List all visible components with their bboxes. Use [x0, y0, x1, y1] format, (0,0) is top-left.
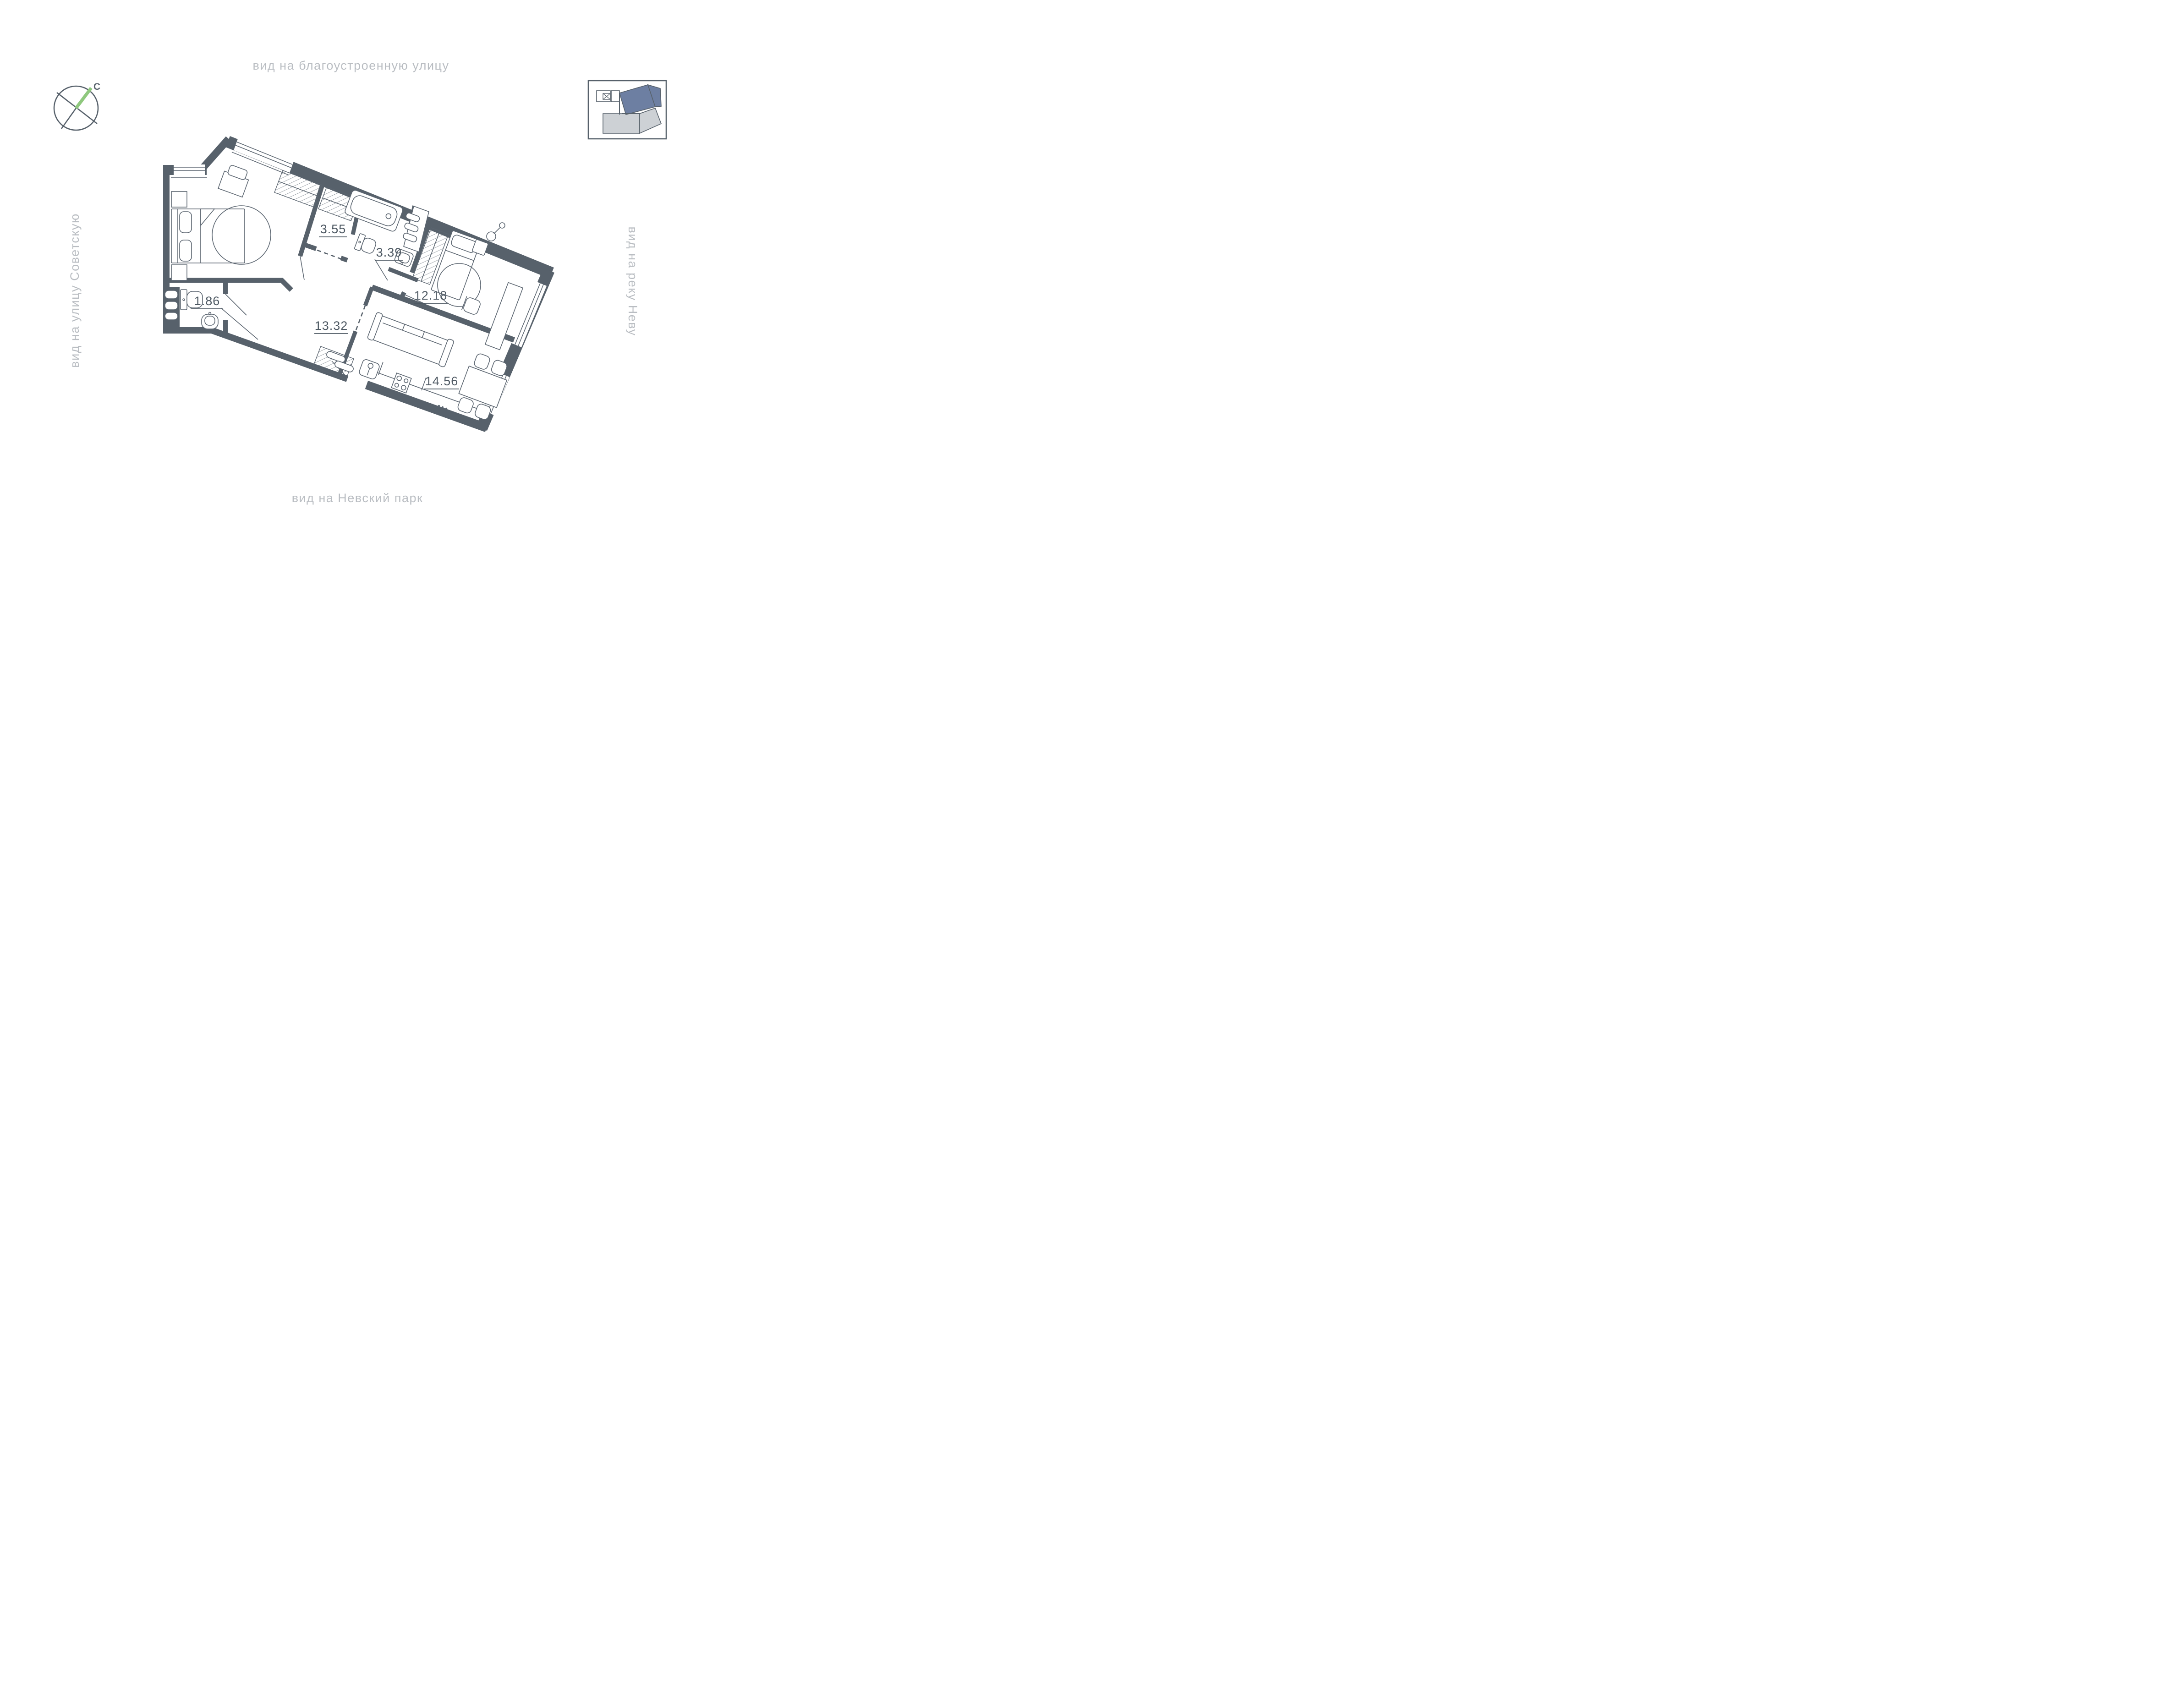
toilet-icon: [354, 233, 376, 254]
wc-fixtures: [163, 287, 219, 331]
mini-unit-highlight-2: [647, 84, 662, 107]
view-label-right: вид на реку Неву: [626, 226, 640, 336]
bathtub-icon: [345, 190, 403, 232]
rug-icon: [212, 205, 271, 265]
sofa-icon: [367, 312, 454, 367]
mini-units-gray: [603, 113, 640, 134]
desk-icon: [218, 165, 249, 198]
pillow-icon: [179, 240, 192, 262]
room-labels: 3.55 3.39 1.86 12.18 13.32 14.56: [191, 222, 459, 389]
room-label-bathroom: 3.39: [376, 246, 402, 259]
chair-icon: [461, 296, 481, 315]
view-label-top: вид на благоустроенную улицу: [253, 59, 449, 72]
floor-lamp-icon: [486, 222, 505, 241]
room-label-wardrobe-hall: 3.55: [320, 222, 346, 236]
compass-north-needle: [75, 87, 93, 109]
hallway-closet-hatch: [312, 346, 354, 380]
shelf-icon: [164, 301, 178, 310]
room-label-kitchen-living: 14.56: [425, 374, 459, 388]
master-bedroom-furniture: [171, 165, 271, 281]
nightstand-icon: [472, 239, 488, 256]
bathroom-fixtures: [345, 190, 414, 267]
window-master-diagonal: [231, 139, 294, 175]
stove-icon: [391, 372, 412, 394]
compass-north-label: С: [93, 82, 100, 92]
hallway-closet-shelves: [326, 351, 354, 372]
single-bed-icon: [431, 230, 481, 301]
nightstand-icon: [171, 264, 187, 281]
wardrobes: [274, 170, 449, 380]
toilet-icon: [180, 289, 203, 310]
bedroom-furniture: [431, 222, 524, 350]
view-label-left: вид на улицу Советскую: [68, 213, 82, 367]
room-label-wc: 1.86: [194, 294, 220, 308]
shelf-icon: [164, 312, 178, 320]
compass: С: [53, 82, 100, 131]
blanket-fold: [200, 208, 215, 227]
mini-floor-plan[interactable]: [587, 80, 667, 140]
pillow-icon: [179, 211, 192, 233]
kitchen-sink-icon: [359, 359, 380, 379]
floorplan-page: вид на благоустроенную улицу вид на Невс…: [53, 59, 667, 505]
sink-icon: [201, 312, 219, 329]
desk-icon: [484, 282, 524, 350]
rug-icon: [437, 263, 481, 307]
shelf-icon: [164, 290, 178, 299]
dining-set-icon: [457, 353, 508, 420]
window-master-top: [171, 164, 207, 178]
linen-closet: [403, 205, 429, 253]
room-label-hallway: 13.32: [315, 319, 348, 333]
window-bedroom-right: [510, 281, 547, 347]
mini-units-gray-right: [639, 107, 662, 134]
nightstand-icon: [171, 191, 187, 208]
floor-plan: 3.55 3.39 1.86 12.18 13.32 14.56: [163, 136, 554, 432]
view-label-bottom: вид на Невский парк: [292, 491, 423, 505]
mini-stairs-icon: [603, 93, 611, 100]
kitchen-living-furniture: [359, 312, 508, 420]
cabinet-dots-icon: [438, 405, 448, 410]
room-label-bedroom: 12.18: [414, 289, 448, 302]
